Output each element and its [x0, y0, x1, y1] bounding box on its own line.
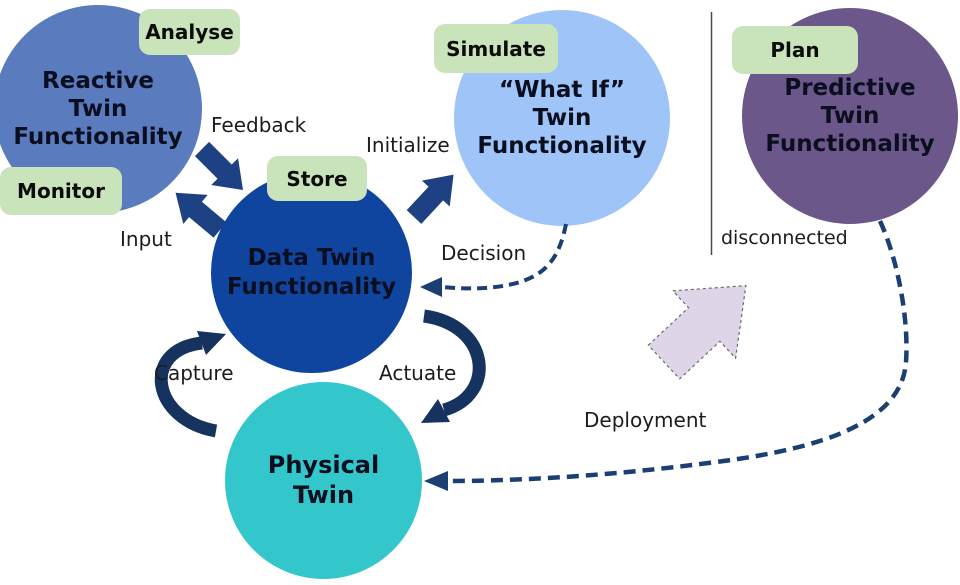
badge-plan-label: Plan — [770, 38, 820, 62]
node-data-twin-title: Data Twin Functionality — [226, 245, 397, 300]
node-predictive-twin-title: Predictive Twin Functionality — [765, 74, 935, 158]
node-what-if-twin-title: “What If” Twin Functionality — [477, 76, 647, 160]
capture-arrow-head — [197, 331, 226, 355]
feedback-arrow — [194, 141, 244, 191]
badge-plan: Plan — [732, 26, 858, 74]
label-input: Input — [120, 227, 172, 251]
badge-store: Store — [267, 156, 367, 201]
label-feedback: Feedback — [211, 113, 307, 137]
initialize-arrow — [406, 174, 454, 224]
actuate-arrow-head — [421, 399, 450, 423]
badge-monitor: Monitor — [0, 167, 122, 215]
badge-monitor-label: Monitor — [17, 179, 105, 203]
label-decision: Decision — [441, 241, 527, 265]
deployment-block-arrow — [647, 284, 747, 380]
badge-store-label: Store — [286, 166, 348, 191]
decision-arrow-head — [420, 277, 442, 297]
badge-simulate: Simulate — [434, 24, 558, 73]
label-disconnected: disconnected — [721, 227, 848, 249]
node-data-twin: Data Twin Functionality — [211, 172, 412, 373]
badge-simulate-label: Simulate — [446, 36, 546, 61]
label-initialize: Initialize — [366, 133, 450, 157]
node-physical-twin-title: Physical Twin — [267, 451, 380, 509]
node-physical-twin: Physical Twin — [225, 382, 422, 579]
label-deployment: Deployment — [584, 408, 707, 432]
label-actuate: Actuate — [379, 361, 457, 385]
badge-analyse: Analyse — [139, 9, 240, 55]
node-reactive-twin-title: Reactive Twin Functionality — [13, 67, 183, 151]
label-capture: Capture — [154, 361, 234, 385]
deployment-arrow-head — [424, 471, 448, 491]
capture-arrow-curve — [154, 336, 218, 438]
badge-analyse-label: Analyse — [145, 20, 234, 44]
